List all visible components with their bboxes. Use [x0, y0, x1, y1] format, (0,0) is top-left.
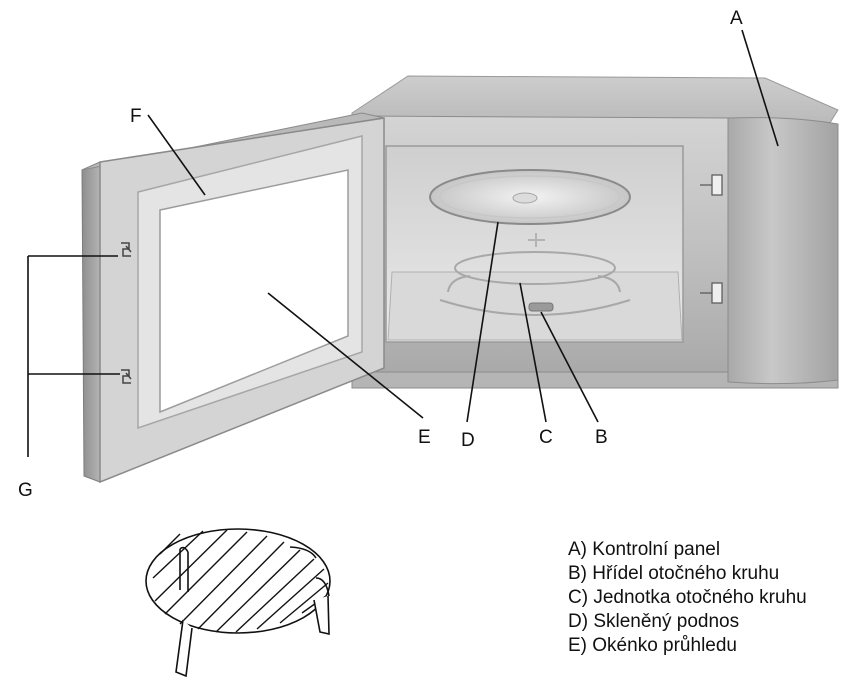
leader-lines: [27, 29, 779, 457]
control-panel: [727, 117, 839, 385]
legend-item-d: D) Skleněný podnos: [568, 611, 740, 632]
wire-rack: [145, 528, 331, 678]
parts-legend: A) Kontrolní panel B) Hřídel otočného kr…: [568, 538, 845, 658]
callout-d: D: [461, 430, 475, 451]
leader-line-a: [741, 29, 779, 147]
microwave-door: [81, 112, 385, 484]
legend-item-e: E) Okénko průhledu: [568, 635, 737, 656]
leader-line-f: [147, 114, 206, 196]
legend-item-a: A) Kontrolní panel: [568, 539, 721, 560]
door-hook-icon: [121, 369, 132, 384]
center-coupler-icon: [528, 233, 545, 247]
rack-grid: [152, 529, 329, 633]
legend-item-c: C) Jednotka otočného kruhu: [568, 587, 807, 608]
callout-f: F: [130, 106, 142, 127]
leader-line-c: [519, 282, 547, 423]
door-hooks: [121, 242, 132, 384]
legend-item-b: B) Hřídel otočného kruhu: [568, 563, 780, 584]
callout-c: C: [539, 427, 553, 448]
roller-ring: [439, 251, 631, 316]
leader-line-d: [466, 221, 499, 423]
callout-g: G: [18, 480, 33, 501]
door-latch-slots: [700, 174, 723, 304]
callout-b: B: [595, 427, 608, 448]
leader-line-g: [27, 255, 120, 457]
viewing-window: [159, 169, 349, 414]
leader-line-b: [540, 311, 599, 423]
callout-e: E: [418, 427, 431, 448]
turntable-shaft: [528, 302, 554, 312]
glass-tray: [429, 169, 631, 225]
door-hook-icon: [121, 242, 132, 257]
callout-a: A: [730, 8, 743, 29]
leader-line-e: [267, 292, 424, 419]
